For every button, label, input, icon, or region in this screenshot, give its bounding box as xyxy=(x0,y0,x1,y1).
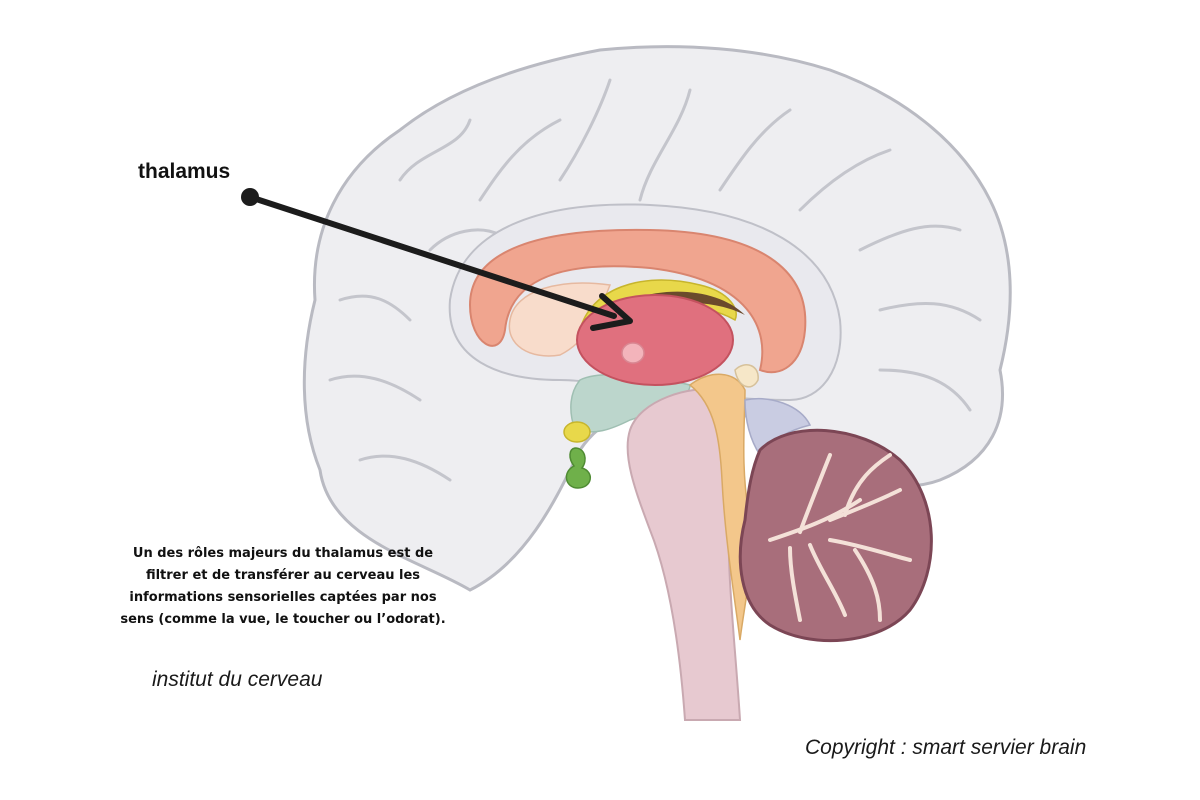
pituitary-gland xyxy=(565,447,591,489)
arrowhead-icon xyxy=(590,293,633,331)
pointer-line xyxy=(247,194,617,319)
thalamus-label: thalamus xyxy=(138,160,231,183)
thalamus-pointer xyxy=(241,188,633,331)
caption-line: filtrer et de transférer au cerveau les xyxy=(145,568,421,583)
corpus-callosum xyxy=(468,228,807,374)
caption-text: Un des rôles majeurs du thalamus est de … xyxy=(98,543,468,631)
cortex-folds xyxy=(328,78,982,482)
caption-line: informations sensorielles captées par no… xyxy=(129,590,437,605)
copyright-notice: Copyright : smart servier brain xyxy=(805,736,1087,759)
cerebellum xyxy=(738,428,933,643)
caption-line: Un des rôles majeurs du thalamus est de xyxy=(132,546,434,561)
cerebellum-arbor xyxy=(768,453,912,622)
interthalamic-adhesion xyxy=(621,342,645,364)
caption-line: sens (comme la vue, le toucher ou l’odor… xyxy=(120,612,446,627)
pineal-gland xyxy=(734,364,759,388)
optic-chiasm xyxy=(563,421,591,443)
source-credit: institut du cerveau xyxy=(152,668,323,691)
